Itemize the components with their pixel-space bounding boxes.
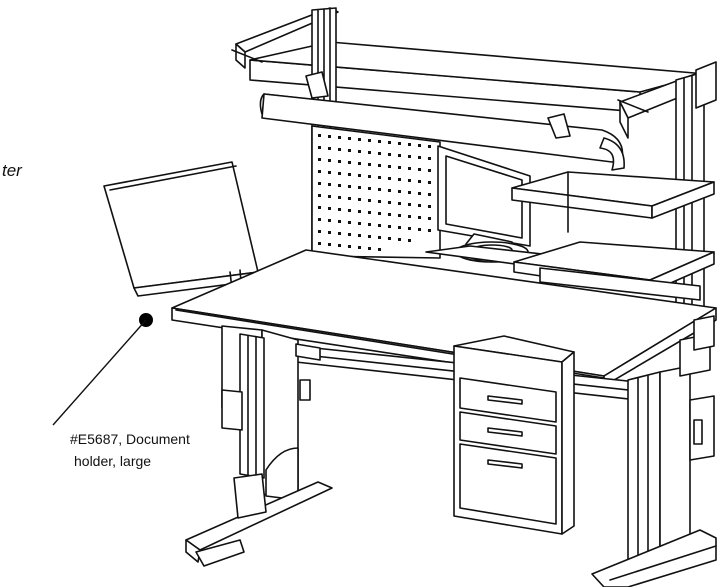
right-front-leg [627,333,715,577]
left-foot [185,473,333,567]
perforated-panel [311,125,441,259]
callout-leader-line [52,319,147,426]
clipped-label-text: ter [2,161,23,180]
callout-document-holder: #E5687, Document holder, large [52,313,190,469]
drawer-2 [459,411,557,455]
panel-perforations [318,134,431,251]
upper-shelf [511,171,715,233]
callout-label-line2: holder, large [74,453,151,469]
callout-label-line1: #E5687, Document [70,431,190,447]
drawer-3 [459,443,557,525]
rear-crossbar [539,267,701,301]
rear-right-leg [693,315,715,351]
overhead-light [259,71,625,171]
right-foot [591,529,717,587]
drawer-1 [459,377,557,423]
monitor [437,145,531,263]
